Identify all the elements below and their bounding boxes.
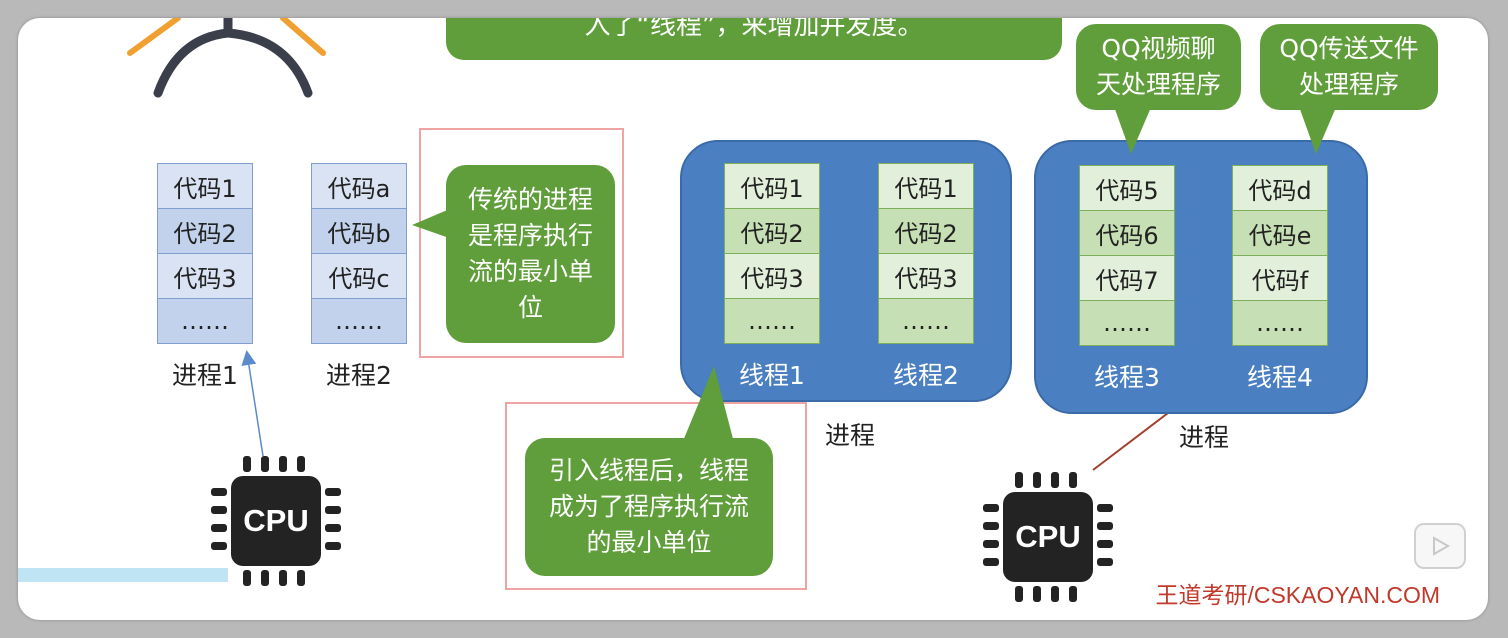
- code-cell: 代码e: [1232, 210, 1328, 256]
- code-cell: ……: [311, 298, 407, 344]
- code-cell: ……: [157, 298, 253, 344]
- process-b-label: 进程: [1178, 423, 1229, 452]
- code-cell: 代码7: [1079, 255, 1175, 301]
- code-cell: 代码1: [724, 163, 820, 209]
- water-strip: [18, 568, 228, 582]
- top-banner-text: 入了“线程”，来增加并发度。: [584, 18, 924, 41]
- qq-video-callout: QQ视频聊天处理程序: [1076, 24, 1241, 110]
- code-cell: 代码c: [311, 253, 407, 299]
- process-1-code-column: 代码1 代码2 代码3 ……: [157, 163, 253, 344]
- code-cell: 代码2: [724, 208, 820, 254]
- process-2-label: 进程2: [326, 361, 392, 390]
- code-cell: 代码3: [157, 253, 253, 299]
- traditional-highlight-box: [419, 128, 624, 358]
- code-cell: 代码2: [157, 208, 253, 254]
- code-cell: 代码a: [311, 163, 407, 209]
- code-cell: ……: [724, 298, 820, 344]
- code-cell: 代码2: [878, 208, 974, 254]
- fork-figure-illustration: [127, 18, 326, 98]
- qq-file-callout-text: QQ传送文件处理程序: [1279, 34, 1419, 99]
- thread-2-label: 线程2: [893, 361, 959, 390]
- code-cell: 代码6: [1079, 210, 1175, 256]
- code-cell: ……: [1232, 300, 1328, 346]
- qq-video-callout-pointer: [1111, 98, 1155, 154]
- thread-bubble-pointer: [676, 366, 738, 458]
- thread-bubble: 引入线程后，线程成为了程序执行流的最小单位: [525, 438, 773, 576]
- code-cell: 代码3: [878, 253, 974, 299]
- thread-3-code-column: 代码5 代码6 代码7 ……: [1079, 165, 1175, 346]
- thread-2-code-column: 代码1 代码2 代码3 ……: [878, 163, 974, 344]
- code-cell: ……: [1079, 300, 1175, 346]
- thread-1-label: 线程1: [739, 361, 805, 390]
- code-cell: 代码1: [878, 163, 974, 209]
- cpu-chip-left: CPU: [209, 454, 343, 588]
- cpu-chip-right: CPU: [981, 470, 1115, 604]
- thread-3-label: 线程3: [1094, 363, 1160, 392]
- traditional-process-text: 传统的进程是程序执行流的最小单位: [468, 185, 594, 322]
- code-cell: 代码b: [311, 208, 407, 254]
- code-cell: 代码f: [1232, 255, 1328, 301]
- process-1-label: 进程1: [172, 361, 238, 390]
- slide-frame: 入了“线程”，来增加并发度。 代码1 代码2 代码3 …… 进程1 代码a 代码…: [18, 18, 1488, 620]
- thread-1-code-column: 代码1 代码2 代码3 ……: [724, 163, 820, 344]
- cpu-label: CPU: [1003, 492, 1093, 582]
- cpu-label: CPU: [231, 476, 321, 566]
- watermark-text: 王道考研/CSKAOYAN.COM: [1155, 582, 1440, 608]
- cpu-to-process-arrow: [241, 350, 264, 457]
- bubble-pointer: [412, 208, 452, 239]
- thread-4-label: 线程4: [1247, 363, 1313, 392]
- top-banner: 入了“线程”，来增加并发度。: [446, 18, 1062, 60]
- thread-highlight-box: [505, 402, 807, 590]
- qq-file-callout: QQ传送文件处理程序: [1260, 24, 1438, 110]
- process-2-code-column: 代码a 代码b 代码c ……: [311, 163, 407, 344]
- thread-4-code-column: 代码d 代码e 代码f ……: [1232, 165, 1328, 346]
- code-cell: ……: [878, 298, 974, 344]
- play-button[interactable]: [1414, 523, 1466, 569]
- thread-bubble-text: 引入线程后，线程成为了程序执行流的最小单位: [548, 456, 749, 557]
- process-a-label: 进程: [824, 421, 875, 450]
- traditional-process-bubble: 传统的进程是程序执行流的最小单位: [446, 165, 615, 343]
- code-cell: 代码d: [1232, 165, 1328, 211]
- qq-file-callout-pointer: [1296, 98, 1340, 154]
- code-cell: 代码3: [724, 253, 820, 299]
- code-cell: 代码5: [1079, 165, 1175, 211]
- play-icon: [1433, 536, 1450, 556]
- qq-video-callout-text: QQ视频聊天处理程序: [1095, 34, 1221, 99]
